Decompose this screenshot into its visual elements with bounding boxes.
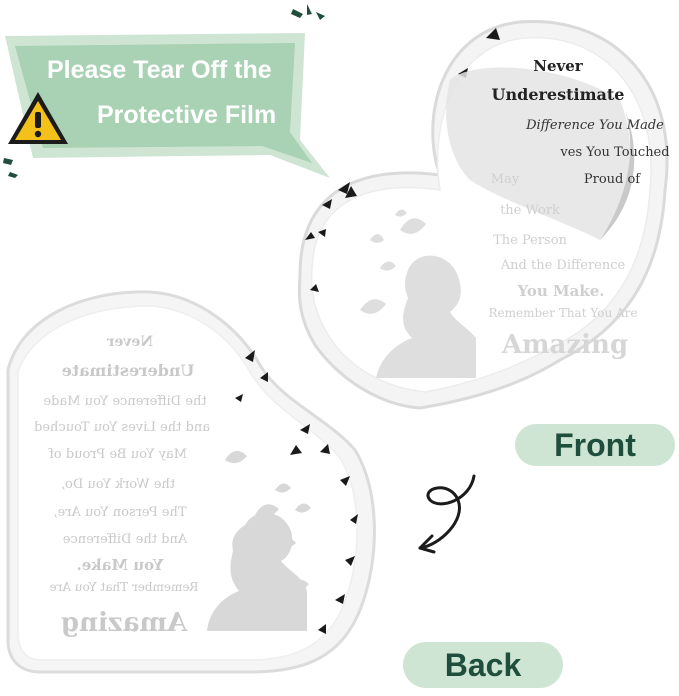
back-label: Back	[403, 642, 563, 688]
front-text-line: Proud of	[583, 172, 641, 187]
front-text-line: Difference You Made	[526, 118, 664, 133]
front-text-line: May	[490, 172, 520, 187]
back-text-line: the Difference You Made	[43, 394, 207, 409]
back-heart-plaque	[6, 290, 376, 674]
protective-film-banner	[5, 33, 330, 178]
back-text-line: And the Difference	[62, 532, 188, 547]
back-text-line: The Person You Are,	[53, 505, 187, 520]
front-text-line: Underestimate	[491, 85, 625, 104]
front-text-line: The Person	[493, 233, 567, 248]
front-text-line: Never	[533, 57, 583, 75]
banner-line-1: Please Tear Off the	[47, 56, 272, 84]
front-text-line: Remember That You Are	[488, 306, 638, 320]
front-label: Front	[515, 424, 675, 466]
back-text-line: Never	[106, 334, 154, 350]
banner-line-2: Protective Film	[97, 101, 277, 129]
front-text-line: the Work	[500, 203, 560, 218]
warning-icon	[8, 92, 68, 144]
back-text-line: May You Be Proud of	[49, 447, 187, 462]
front-text-line: You Make.	[517, 282, 605, 300]
back-label-text: Back	[444, 646, 522, 683]
back-text-line: Underestimate	[61, 361, 195, 380]
back-text-line: Remember That You Are	[49, 580, 199, 594]
back-text-line: and the Lives You Touched	[34, 420, 210, 435]
sparkle-icon	[3, 4, 325, 178]
front-heart-plaque	[297, 19, 669, 410]
front-text-line: And the Difference	[500, 258, 626, 273]
front-text-line: Amazing	[501, 330, 629, 360]
front-label-text: Front	[554, 426, 636, 463]
back-text-line: Amazing	[60, 608, 188, 638]
back-text-line: the Work You Do,	[60, 477, 176, 492]
back-text-line: You Make.	[76, 556, 164, 574]
front-text-line: ves You Touched	[560, 145, 670, 160]
curly-arrow-icon	[418, 474, 476, 554]
